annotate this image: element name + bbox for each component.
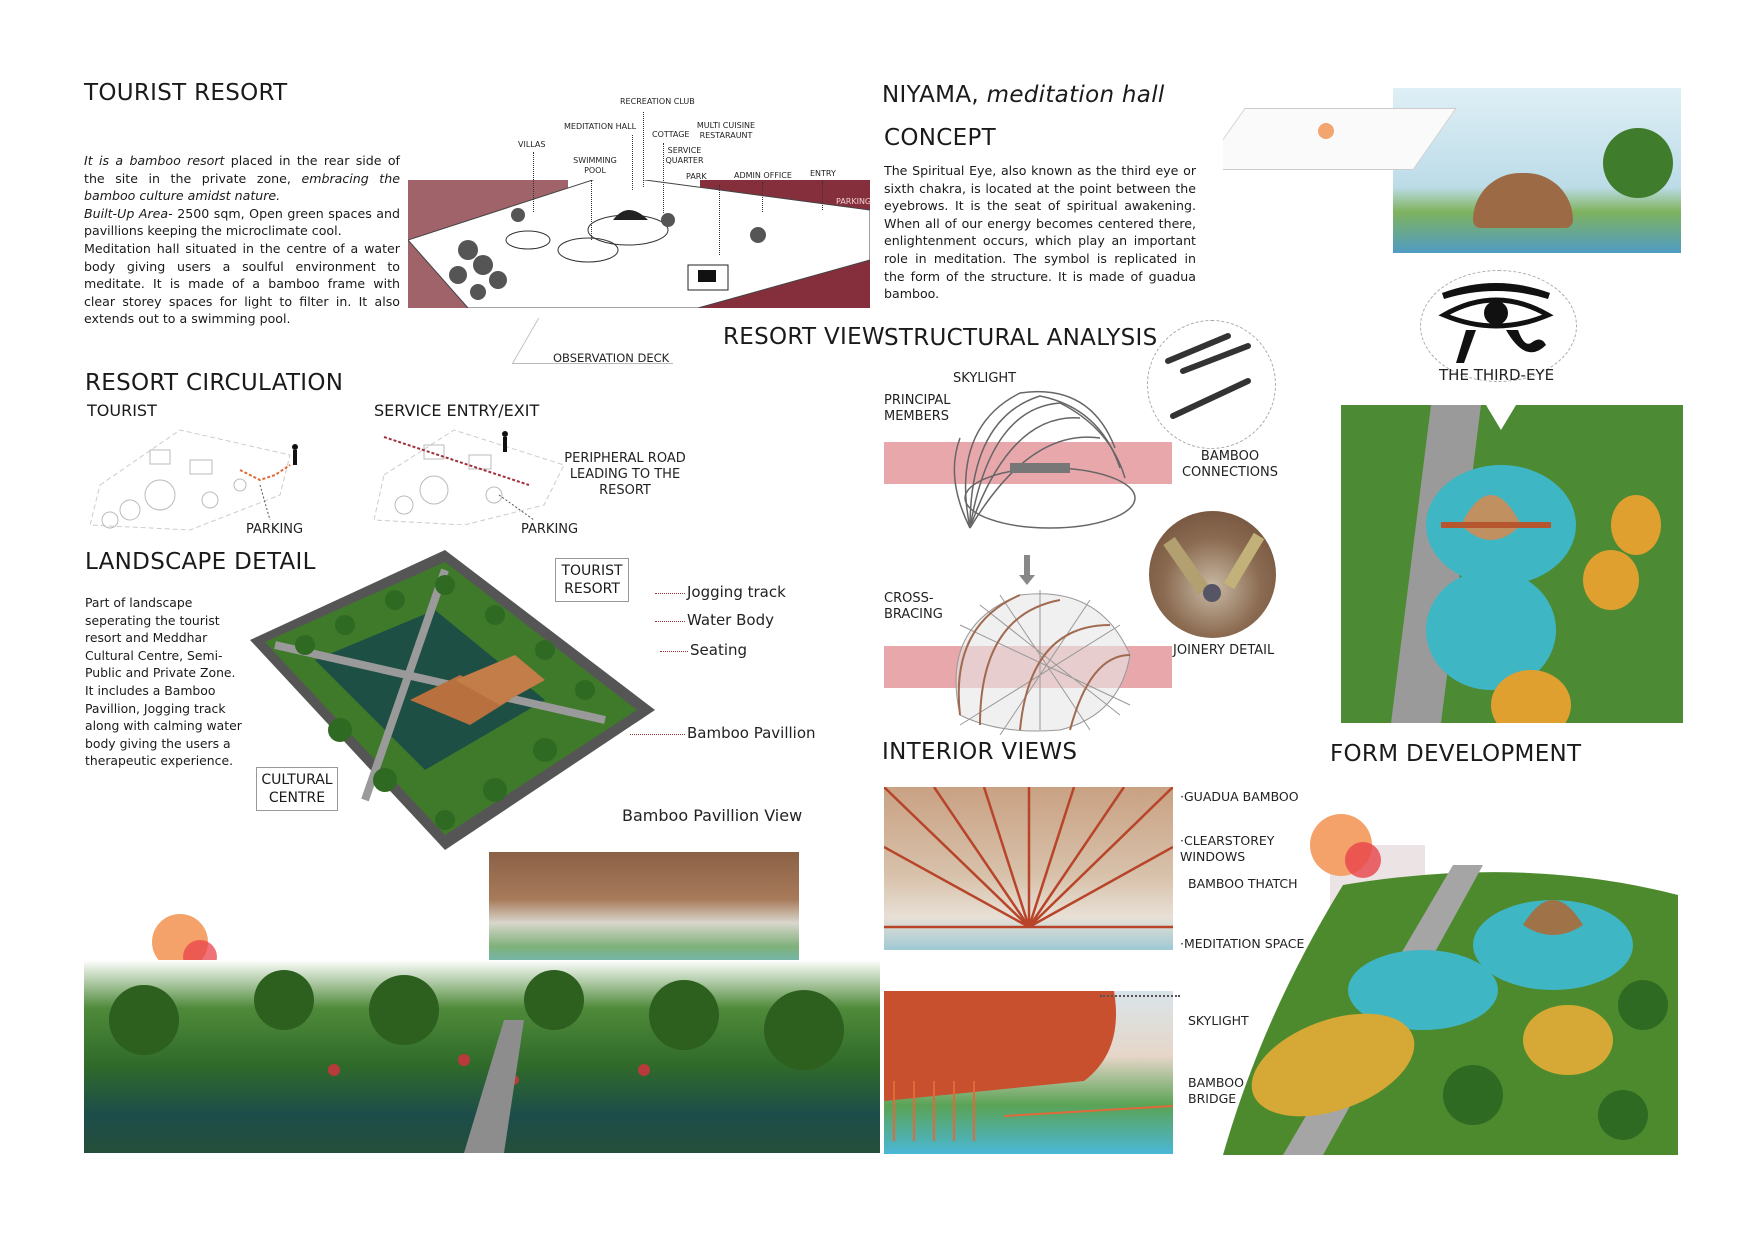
- seating-label: Seating: [690, 641, 748, 659]
- arrow-down-icon: [1024, 555, 1030, 577]
- label-cottage: COTTAGE: [652, 130, 690, 139]
- bamboo-connections-drawing: [1165, 333, 1251, 419]
- resort-view-image: [408, 180, 870, 308]
- leader-line: [660, 651, 688, 652]
- leader-line: [632, 135, 633, 190]
- sun-accent-circle: [1345, 842, 1381, 878]
- intro-text-3: Meditation hall situated in the centre o…: [84, 240, 400, 327]
- leader-line: [762, 182, 763, 212]
- interior-view-2: [884, 991, 1173, 1154]
- tourist-resort-title: TOURIST RESORT: [84, 80, 288, 106]
- guadua-bamboo-text: GUADUA BAMBOO: [1183, 789, 1299, 804]
- guadua-bamboo-label: ·GUADUA BAMBOO: [1180, 789, 1299, 804]
- jogging-track-label: Jogging track: [687, 583, 786, 601]
- service-subtitle: SERVICE ENTRY/EXIT: [374, 401, 540, 420]
- intro-text-1: placed in the rear side of the site in t…: [84, 153, 400, 186]
- label-multi-cuisine: MULTI CUISINE RESTARAUNT: [696, 121, 756, 140]
- intro-italic-3: Built-Up Area-: [84, 205, 173, 221]
- meditation-space-text: MEDITATION SPACE: [1183, 936, 1305, 951]
- leader-line: [630, 734, 685, 735]
- leader-line: [655, 593, 685, 594]
- pavillion-render-image: [489, 852, 799, 970]
- landscape-detail-title: LANDSCAPE DETAIL: [85, 549, 316, 575]
- leader-line: [663, 143, 664, 213]
- interior-views-title: INTERIOR VIEWS: [882, 739, 1078, 765]
- cross-bracing-label: CROSS-BRACING: [884, 591, 943, 622]
- clearstorey-label: ·CLEARSTOREY WINDOWS: [1180, 833, 1275, 864]
- resort-intro: It is a bamboo resort placed in the rear…: [84, 152, 400, 328]
- clearstorey-text: CLEARSTOREY WINDOWS: [1180, 833, 1275, 864]
- principal-members-drawing: [953, 391, 1136, 529]
- bamboo-connections-label: BAMBOO CONNECTIONS: [1181, 449, 1279, 480]
- intro-text-2: 2500 sqm, Open green spaces and pavillio…: [84, 205, 401, 239]
- intro-italic-1: It is a bamboo resort: [84, 153, 225, 168]
- leader-line: [655, 621, 685, 622]
- leader-line: [822, 180, 823, 210]
- meditation-space-label: ·MEDITATION SPACE: [1180, 936, 1305, 951]
- label-park: PARK: [686, 172, 707, 181]
- landscape-text: Part of landscape seperating the tourist…: [85, 595, 242, 769]
- parking-label-service: PARKING: [521, 522, 579, 537]
- concept-text: The Spiritual Eye, also known as the thi…: [884, 163, 1196, 302]
- hall-exterior-image: [1223, 88, 1681, 253]
- resort-circulation-title: RESORT CIRCULATION: [85, 370, 344, 396]
- label-recreation-club: RECREATION CLUB: [620, 97, 695, 106]
- bamboo-thatch-label: BAMBOO THATCH: [1188, 876, 1298, 891]
- leader-line: [643, 112, 644, 187]
- principal-members-label: PRINCIPAL MEMBERS: [884, 393, 951, 424]
- label-entry: ENTRY: [810, 169, 836, 178]
- peripheral-road-label: PERIPHERAL ROAD LEADING TO THE RESORT: [564, 451, 686, 498]
- leader-line: [591, 180, 592, 240]
- parking-label-tourist: PARKING: [246, 522, 304, 537]
- arrow-head: [1019, 575, 1035, 585]
- hall-aerial-image: [1341, 405, 1683, 723]
- skylight-interior-label: SKYLIGHT: [1188, 1013, 1249, 1028]
- resort-view-title: RESORT VIEW: [723, 324, 885, 350]
- leader-line: [533, 152, 534, 212]
- bamboo-connections-frame: [1147, 320, 1276, 449]
- intro-italic-2: embracing the bamboo culture amidst natu…: [84, 170, 400, 204]
- label-service-quarter: SERVICE QUARTER: [665, 146, 704, 165]
- label-parking: PARKING: [836, 197, 872, 206]
- form-development-title: FORM DEVELOPMENT: [1330, 741, 1582, 767]
- tourist-resort-box: TOURIST RESORT: [555, 558, 629, 602]
- label-villas: VILLAS: [518, 140, 546, 149]
- concept-title: CONCEPT: [884, 125, 996, 151]
- tourist-circulation-plan: [90, 429, 298, 531]
- pavillion-view-title: Bamboo Pavillion View: [622, 806, 803, 825]
- label-observation-deck: OBSERVATION DECK: [553, 351, 670, 365]
- eye-of-horus-icon: [1438, 283, 1554, 363]
- third-eye-label: THE THIRD-EYE: [1439, 366, 1555, 384]
- landscape-plan-image: [250, 550, 655, 850]
- interior-view-1: [884, 787, 1173, 950]
- label-admin-office: ADMIN OFFICE: [734, 171, 792, 180]
- bamboo-bridge-label: BAMBOO BRIDGE: [1188, 1075, 1244, 1106]
- service-circulation-plan: [374, 429, 565, 525]
- skylight-label: SKYLIGHT: [953, 371, 1017, 386]
- landscape-render-image: [84, 960, 880, 1153]
- structural-analysis-title: STRUCTURAL ANALYSIS: [884, 325, 1158, 351]
- joinery-detail-label: JOINERY DETAIL: [1173, 643, 1275, 658]
- third-eye-frame: [1420, 270, 1577, 382]
- form-development-render: [1223, 865, 1678, 1155]
- cultural-centre-box: CULTURAL CENTRE: [256, 767, 338, 811]
- label-swimming-pool: SWIMMING POOL: [573, 156, 617, 175]
- water-body-label: Water Body: [687, 611, 774, 629]
- cross-bracing-drawing: [955, 590, 1131, 735]
- niyama-title-main: NIYAMA,: [882, 82, 979, 108]
- leader-line: [1100, 995, 1180, 997]
- niyama-title: NIYAMA, meditation hall: [882, 82, 1165, 108]
- label-meditation-hall: MEDITATION HALL: [564, 122, 637, 131]
- leader-line: [719, 185, 720, 255]
- tourist-subtitle: TOURIST: [87, 401, 157, 420]
- joinery-detail-photo: [1149, 511, 1276, 638]
- bamboo-pavillion-label: Bamboo Pavillion: [687, 724, 816, 742]
- niyama-title-italic: meditation hall: [986, 82, 1165, 108]
